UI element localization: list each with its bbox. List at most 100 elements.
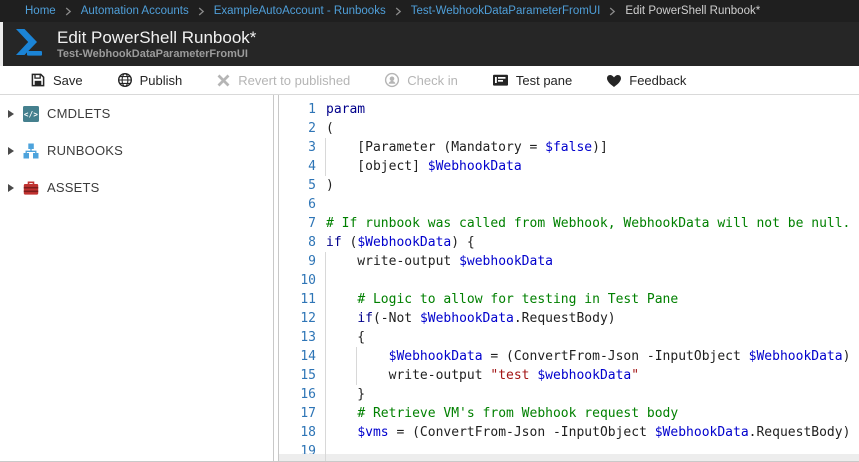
- toolbar-button-label: Save: [53, 72, 83, 88]
- breadcrumb-item-test-webhookdataparameterfromui[interactable]: Test-WebhookDataParameterFromUI: [410, 5, 601, 17]
- sidebar-item-label: CMDLETS: [47, 106, 111, 121]
- sidebar-item-runbooks[interactable]: RUNBOOKS: [0, 132, 273, 169]
- toolbar-button-label: Publish: [139, 72, 183, 88]
- chevron-right-icon: [610, 7, 616, 15]
- publish-globe-icon: [117, 72, 132, 88]
- indent-guide: [356, 347, 357, 385]
- powershell-logo-icon: [13, 27, 47, 62]
- code-line: 15 write-output "test $webhookData": [279, 366, 859, 385]
- code-line: 8 if ($WebhookData) {: [279, 233, 859, 252]
- toolbar-button-label: Feedback: [629, 72, 687, 88]
- test-pane-button[interactable]: Test pane: [492, 72, 572, 88]
- sidebar-item-label: ASSETS: [47, 180, 100, 195]
- code-text: (: [326, 121, 334, 136]
- code-text: # If runbook was called from Webhook, We…: [326, 216, 851, 231]
- feedback-heart-icon: [607, 74, 622, 87]
- sidebar-item-cmdlets[interactable]: </> CMDLETS: [0, 95, 273, 132]
- toolbar-button-label: Check in: [407, 72, 458, 88]
- code-text: # Retrieve VM's from Webhook request bod…: [357, 406, 679, 421]
- toolbar-button-label: Test pane: [515, 72, 573, 88]
- line-number: 4: [308, 159, 316, 174]
- powershell-icon: [16, 28, 42, 56]
- code-text: write-output "test $webhookData": [326, 368, 640, 383]
- code-text: {: [326, 330, 366, 345]
- code-line: 4 [object] $WebhookData: [279, 157, 859, 176]
- code-line: 5): [279, 176, 859, 195]
- blade-header-text: Edit PowerShell Runbook* Test-WebhookDat…: [57, 28, 256, 61]
- line-number: 3: [308, 140, 316, 155]
- line-number: 6: [308, 197, 316, 212]
- check-in-button: Check in: [384, 72, 458, 88]
- line-number: 15: [300, 368, 316, 383]
- line-number: 12: [300, 311, 316, 326]
- code-text: }: [326, 387, 366, 402]
- code-line: 13 {: [279, 328, 859, 347]
- code-text: [Parameter (Mandatory = $false)]: [326, 140, 608, 155]
- line-number: 13: [300, 330, 316, 345]
- breadcrumb-item-home[interactable]: Home: [25, 5, 56, 17]
- code-line: 9 write-output $webhookData: [279, 252, 859, 271]
- assets-icon: [23, 181, 39, 195]
- splitter-handle[interactable]: [274, 95, 279, 461]
- line-number: 14: [300, 349, 316, 364]
- feedback-button[interactable]: Feedback: [606, 73, 686, 88]
- toolbar-button-label: Revert to published: [238, 72, 351, 88]
- line-number: 9: [308, 254, 316, 269]
- code-line: 17 # Retrieve VM's from Webhook request …: [279, 404, 859, 423]
- code-text: ): [326, 178, 334, 193]
- sidebar-item-assets[interactable]: ASSETS: [0, 169, 273, 206]
- chevron-right-icon: [65, 7, 71, 15]
- code-text: if ($WebhookData) {: [326, 235, 475, 250]
- breadcrumb-item-edit-powershell-runbook: Edit PowerShell Runbook*: [625, 5, 761, 17]
- code-text: $WebhookData = (ConvertFrom-Json -InputO…: [388, 349, 851, 364]
- line-number: 11: [300, 292, 316, 307]
- expand-arrow-icon[interactable]: [8, 183, 14, 192]
- code-text: $vms = (ConvertFrom-Json -InputObject $W…: [357, 425, 851, 440]
- indent-guide: [325, 138, 326, 176]
- page-subtitle: Test-WebhookDataParameterFromUI: [57, 48, 248, 61]
- code-line: 3 [Parameter (Mandatory = $false)]: [279, 138, 859, 157]
- line-number: 16: [300, 387, 316, 402]
- code-text: [316, 195, 326, 214]
- code-text: [object] $WebhookData: [326, 159, 522, 174]
- revert-to-published-button: Revert to published: [216, 73, 350, 88]
- breadcrumb-item-automation-accounts[interactable]: Automation Accounts: [80, 5, 189, 17]
- code-line: 14 $WebhookData = (ConvertFrom-Json -Inp…: [279, 347, 859, 366]
- horizontal-scrollbar[interactable]: [279, 454, 859, 461]
- code-text: # Logic to allow for testing in Test Pan…: [357, 292, 679, 307]
- sidebar-item-label: RUNBOOKS: [47, 143, 124, 158]
- cmdlets-icon: </>: [23, 105, 39, 122]
- line-number: 2: [308, 121, 316, 136]
- chevron-right-icon: [395, 7, 401, 15]
- toolbar: Save Publish Revert to published Check in Te…: [0, 66, 859, 95]
- line-number: 1: [308, 102, 316, 117]
- breadcrumb-item-exampleautoaccount-runbooks[interactable]: ExampleAutoAccount - Runbooks: [213, 5, 386, 17]
- save-icon: [31, 73, 45, 87]
- publish-button[interactable]: Publish: [117, 72, 183, 88]
- code-line: 2(: [279, 119, 859, 138]
- check-in-icon: [385, 72, 400, 88]
- line-number: 8: [308, 235, 316, 250]
- expand-arrow-icon[interactable]: [8, 109, 14, 118]
- sidebar: </> CMDLETS RUNBOOKS ASSETS: [0, 95, 274, 461]
- code-text: if(-Not $WebhookData.RequestBody): [357, 311, 616, 326]
- line-number: 18: [300, 425, 316, 440]
- svg-text:</>: </>: [24, 109, 38, 118]
- line-number: 17: [300, 406, 316, 421]
- blade-header: Edit PowerShell Runbook* Test-WebhookDat…: [0, 22, 859, 66]
- test-pane-icon: [492, 74, 508, 86]
- code-text: param: [326, 102, 366, 117]
- runbooks-icon: [23, 143, 39, 158]
- chevron-right-icon: [198, 7, 204, 15]
- code-text: write-output $webhookData: [326, 254, 553, 269]
- code-line: 11 # Logic to allow for testing in Test …: [279, 290, 859, 309]
- expand-arrow-icon[interactable]: [8, 146, 14, 155]
- line-number: 10: [300, 273, 316, 288]
- save-button[interactable]: Save: [30, 72, 83, 88]
- code-line: 1 param: [279, 100, 859, 119]
- code-line: 18 $vms = (ConvertFrom-Json -InputObject…: [279, 423, 859, 442]
- revert-x-icon: [217, 74, 230, 86]
